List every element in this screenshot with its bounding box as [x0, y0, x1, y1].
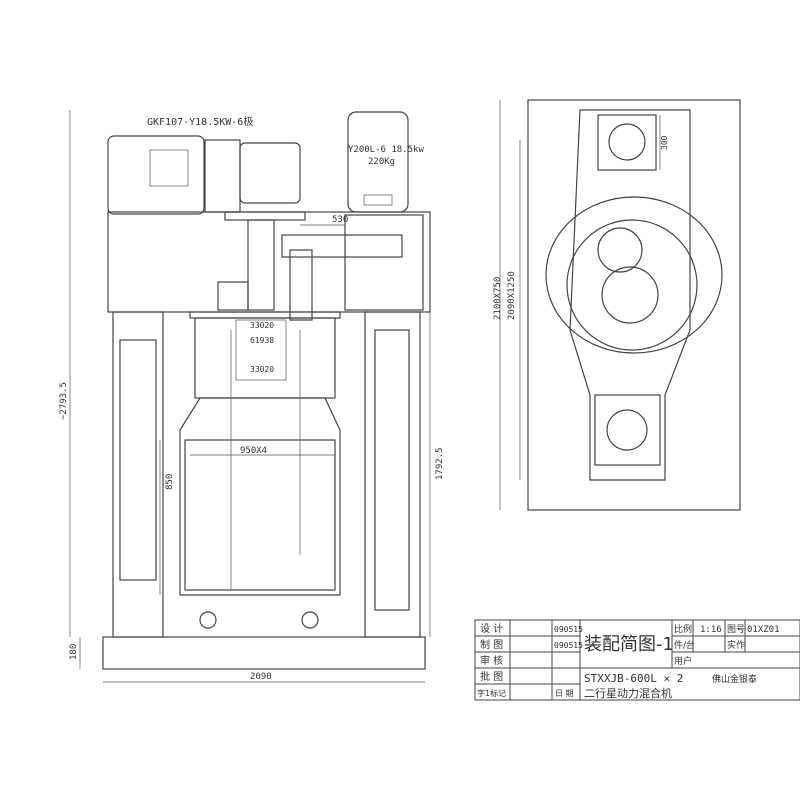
- vessel-dia: 950X4: [240, 446, 267, 456]
- gear-motor-fan: [204, 139, 241, 213]
- head-housing: [194, 317, 336, 399]
- dim-850: 850: [165, 474, 175, 490]
- drawing-no-label: 图号: [727, 624, 745, 635]
- dim-width: 2090: [250, 672, 272, 682]
- title-block: 设 计 090515 制 图 090515 审 核 批 图 字1标记 日 期 装…: [474, 619, 800, 701]
- design-date: 090515: [554, 625, 583, 634]
- drive-shaft-circle: [606, 409, 648, 451]
- caster-wheel: [199, 611, 217, 629]
- top-view-labels: 300 2100X750 2090X1250: [493, 135, 669, 320]
- base: [102, 636, 426, 670]
- draw-label: 制 图: [480, 638, 503, 651]
- scale: 1:16: [700, 625, 722, 635]
- motor-bracket: [344, 214, 424, 311]
- top-view: [499, 99, 741, 511]
- left-column-inner: [119, 339, 157, 581]
- front-view: [69, 110, 431, 683]
- gearbox-flange: [224, 211, 306, 221]
- planet-circle: [566, 219, 698, 351]
- dim-530: 530: [332, 215, 348, 225]
- scale-label: 比例: [674, 623, 692, 635]
- motor-shaft-circle: [608, 123, 646, 161]
- motor-mount: [597, 114, 657, 171]
- date-label: 日 期: [555, 689, 574, 698]
- drive-mount: [594, 394, 661, 466]
- bearing-top: 33020: [250, 321, 274, 330]
- coupling: [247, 219, 275, 311]
- motor-label: Y200L-6 18.5kw: [348, 145, 424, 155]
- vessel: [179, 397, 341, 596]
- motor-gear-label: GKF107-Y18.5KW-6极: [147, 115, 253, 128]
- dim-total-height: ~2793.5: [59, 382, 69, 420]
- user-label: 用户: [674, 655, 692, 667]
- belt-drive: [281, 234, 403, 258]
- bearing-housing: [235, 319, 287, 381]
- right-column-inner: [374, 329, 410, 611]
- gear-motor-body: [107, 135, 205, 215]
- vessel-outline: [545, 196, 723, 354]
- vessel-inner: [184, 439, 336, 591]
- approve-label: 批 图: [480, 670, 503, 683]
- right-column: [364, 311, 421, 638]
- dim-base: 180: [69, 644, 79, 660]
- bearing-bottom: 33020: [250, 365, 274, 374]
- top-plate-outline: [569, 109, 691, 481]
- dim-2100: 2100X750: [493, 277, 503, 320]
- company: 佛山金银泰: [712, 673, 757, 685]
- made-label: 实作: [727, 639, 745, 651]
- drawing-no: 01XZ01: [747, 625, 780, 635]
- design-label: 设 计: [480, 622, 503, 635]
- dim-2090: 2090X1250: [507, 271, 517, 320]
- head-plate: [189, 311, 341, 319]
- product-name: 二行星动力混合机: [584, 686, 672, 700]
- bearing-mid: 61938: [250, 336, 274, 345]
- gearbox: [239, 142, 301, 204]
- top-frame: [107, 211, 431, 313]
- top-view-frame: [527, 99, 741, 511]
- caster-wheel: [301, 611, 319, 629]
- gear-circle: [597, 227, 643, 273]
- draw-date: 090515: [554, 641, 583, 650]
- mark-label: 字1标记: [477, 688, 506, 698]
- pieces-label: 件/台: [674, 639, 695, 651]
- planet-shaft: [289, 249, 313, 321]
- model: STXXJB-600L × 2: [584, 672, 683, 685]
- review-label: 审 核: [480, 654, 503, 667]
- drawing-title: 装配简图-1: [584, 634, 674, 655]
- gear-housing: [217, 281, 249, 311]
- motor-plate: [363, 194, 393, 206]
- dim-300: 300: [660, 135, 669, 150]
- center-gear: [601, 266, 659, 324]
- dim-1792: 1792.5: [435, 447, 445, 480]
- front-view-labels: GKF107-Y18.5KW-6极 Y200L-6 18.5kw 220Kg 5…: [59, 115, 445, 682]
- motor-weight: 220Kg: [368, 157, 395, 167]
- gear-motor-plate: [149, 149, 189, 187]
